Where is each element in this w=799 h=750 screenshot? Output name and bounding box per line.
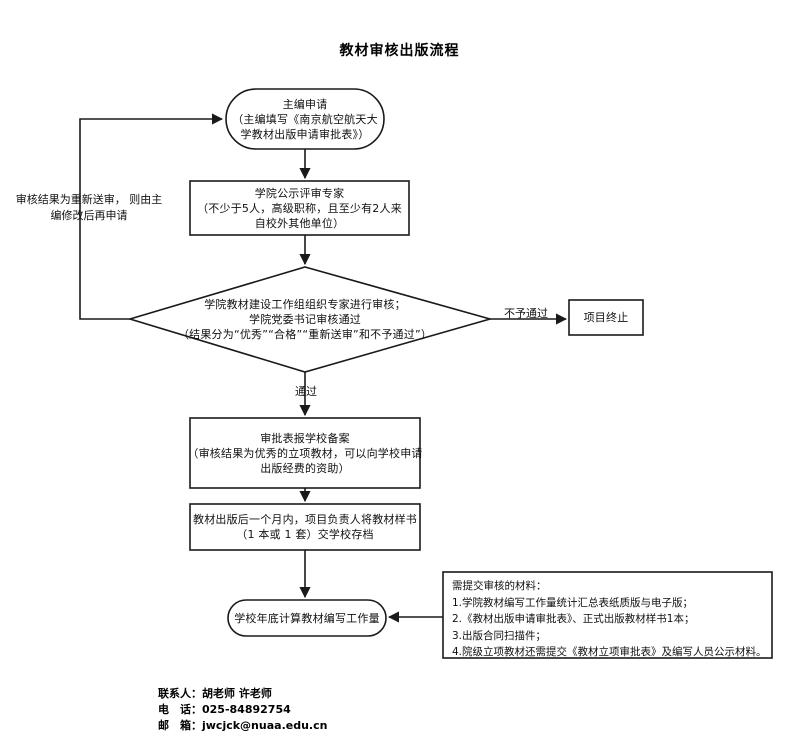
note-box-item: 1.学院教材编写工作量统计汇总表纸质版与电子版； xyxy=(452,596,694,609)
node-start-shape xyxy=(225,88,385,150)
node-record-shape xyxy=(189,417,421,489)
note-box-shape xyxy=(442,571,773,659)
footer-email: 邮 箱：jwcjck@nuaa.edu.cn xyxy=(158,719,328,732)
node-experts-shape xyxy=(189,180,410,236)
node-review-shape xyxy=(127,266,493,373)
edge-label-pass: 通过 xyxy=(295,385,317,398)
node-sample-shape xyxy=(189,503,421,551)
edge-label-reject: 不予通过 xyxy=(504,307,548,320)
node-terminate-shape xyxy=(568,299,644,336)
note-box-content: 需提交审核的材料： 1.学院教材编写工作量统计汇总表纸质版与电子版； 2.《教材… xyxy=(452,578,767,661)
feedback-loop-note: 审核结果为重新送审， 则由主编修改后再申请 xyxy=(15,193,163,222)
footer-contact-block: 联系人：胡老师 许老师 电 话：025-84892754 邮 箱：jwcjck@… xyxy=(158,686,327,734)
footer-phone: 电 话：025-84892754 xyxy=(158,703,291,716)
node-workload-shape xyxy=(227,599,387,637)
edge-feedback-loop xyxy=(79,113,224,320)
note-box-item: 4.院级立项教材还需提交《教材立项审批表》及编写人员公示材料。 xyxy=(452,646,767,658)
note-box-title: 需提交审核的材料： xyxy=(452,580,547,592)
footer-contact-person: 联系人：胡老师 许老师 xyxy=(158,687,272,700)
note-box-item: 2.《教材出版申请审批表》、正式出版教材样书1本； xyxy=(452,613,695,625)
page-title: 教材审核出版流程 xyxy=(339,43,460,59)
note-box-item: 3.出版合同扫描件； xyxy=(452,629,547,642)
